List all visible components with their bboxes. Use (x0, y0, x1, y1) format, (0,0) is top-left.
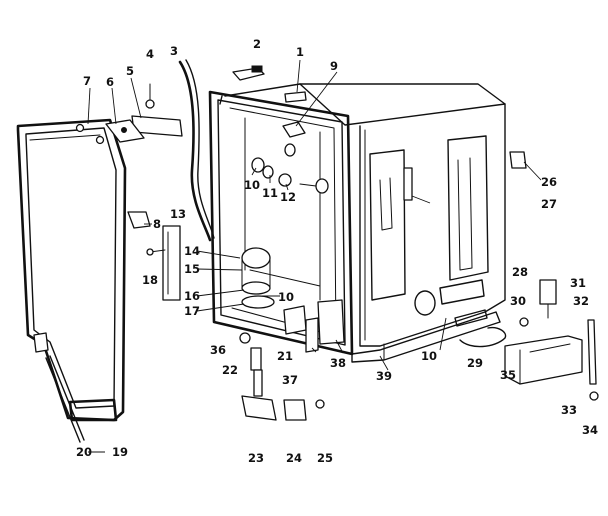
label-part-34: 34 (582, 423, 598, 437)
label-part-1: 1 (296, 45, 304, 59)
trim-strip (49, 355, 85, 441)
label-part-35: 35 (500, 368, 516, 382)
label-part-22: 22 (222, 363, 238, 377)
label-part-7: 7 (83, 74, 91, 88)
bracket-24 (283, 399, 307, 421)
label-part-2: 2 (253, 37, 261, 51)
label-part-12: 12 (280, 190, 296, 204)
tub-assembly (208, 83, 506, 363)
screw-25 (315, 399, 325, 409)
label-part-39: 39 (376, 369, 392, 383)
label-part-23: 23 (248, 451, 264, 465)
side-panel-right (447, 135, 489, 281)
label-part-31: 31 (570, 276, 586, 290)
label-part-19: 19 (112, 445, 128, 459)
heater-29 (459, 326, 507, 348)
label-part-21: 21 (277, 349, 293, 363)
cabinet-side-edge (359, 125, 486, 347)
label-part-38: 38 (330, 356, 346, 370)
bracket-27 (403, 167, 413, 201)
label-part-10-b: 10 (278, 290, 294, 304)
door-gasket (16, 118, 127, 443)
label-part-18: 18 (142, 273, 158, 287)
label-part-11: 11 (262, 186, 278, 200)
label-part-25: 25 (317, 451, 333, 465)
screw-7 (75, 123, 105, 145)
latch-part (282, 121, 306, 138)
label-part-10-c: 10 (421, 349, 437, 363)
door-latch-part (127, 211, 151, 229)
screw-4 (145, 83, 155, 109)
label-part-3: 3 (170, 44, 178, 58)
gasket-end (33, 332, 49, 353)
top-bracket-part (284, 91, 307, 103)
control-box (504, 335, 583, 385)
label-part-24: 24 (286, 451, 302, 465)
cabinet-outline (299, 83, 506, 313)
label-part-4: 4 (146, 47, 154, 61)
label-part-33: 33 (561, 403, 577, 417)
label-part-32: 32 (573, 294, 589, 308)
hose-part (178, 60, 212, 242)
part-31 (539, 279, 557, 305)
label-part-9: 9 (330, 59, 338, 73)
label-part-29: 29 (467, 356, 483, 370)
pin-22 (250, 347, 262, 371)
clip-26 (509, 151, 527, 169)
label-part-8: 8 (153, 217, 161, 231)
part-labels: 1 2 3 4 5 6 7 8 9 10 10 10 11 12 13 14 1… (76, 37, 598, 465)
label-part-36: 36 (210, 343, 226, 357)
label-part-37: 37 (282, 373, 298, 387)
label-part-14: 14 (184, 244, 200, 258)
label-part-5: 5 (126, 64, 134, 78)
label-part-15: 15 (184, 262, 200, 276)
leader-lines (87, 59, 542, 453)
label-part-27: 27 (541, 197, 557, 211)
motor-opening (414, 290, 436, 316)
screw-30 (519, 317, 529, 327)
rod-33 (587, 319, 597, 385)
label-part-26: 26 (541, 175, 557, 189)
cap-34 (589, 391, 599, 401)
pump-assembly (241, 247, 275, 309)
label-part-28: 28 (512, 265, 528, 279)
label-part-17: 17 (184, 304, 200, 318)
tub-base (351, 311, 501, 363)
bracket-23 (241, 395, 277, 421)
label-part-20: 20 (76, 445, 92, 459)
channel-part (162, 225, 181, 301)
label-part-13: 13 (170, 207, 186, 221)
nozzle-parts (251, 143, 329, 194)
label-part-10-a: 10 (244, 178, 260, 192)
part-37 (305, 317, 319, 353)
bracket-38 (317, 299, 345, 345)
nut-36 (239, 332, 251, 344)
heater-bracket (439, 279, 485, 305)
side-panel-left (369, 149, 406, 301)
label-part-6: 6 (106, 75, 114, 89)
cabinet-top-edge (299, 83, 506, 126)
label-part-30: 30 (510, 294, 526, 308)
label-part-16: 16 (184, 289, 200, 303)
bracket-21 (283, 305, 307, 335)
spring-clip-part (232, 65, 265, 81)
tub-inner-frame (217, 99, 346, 346)
